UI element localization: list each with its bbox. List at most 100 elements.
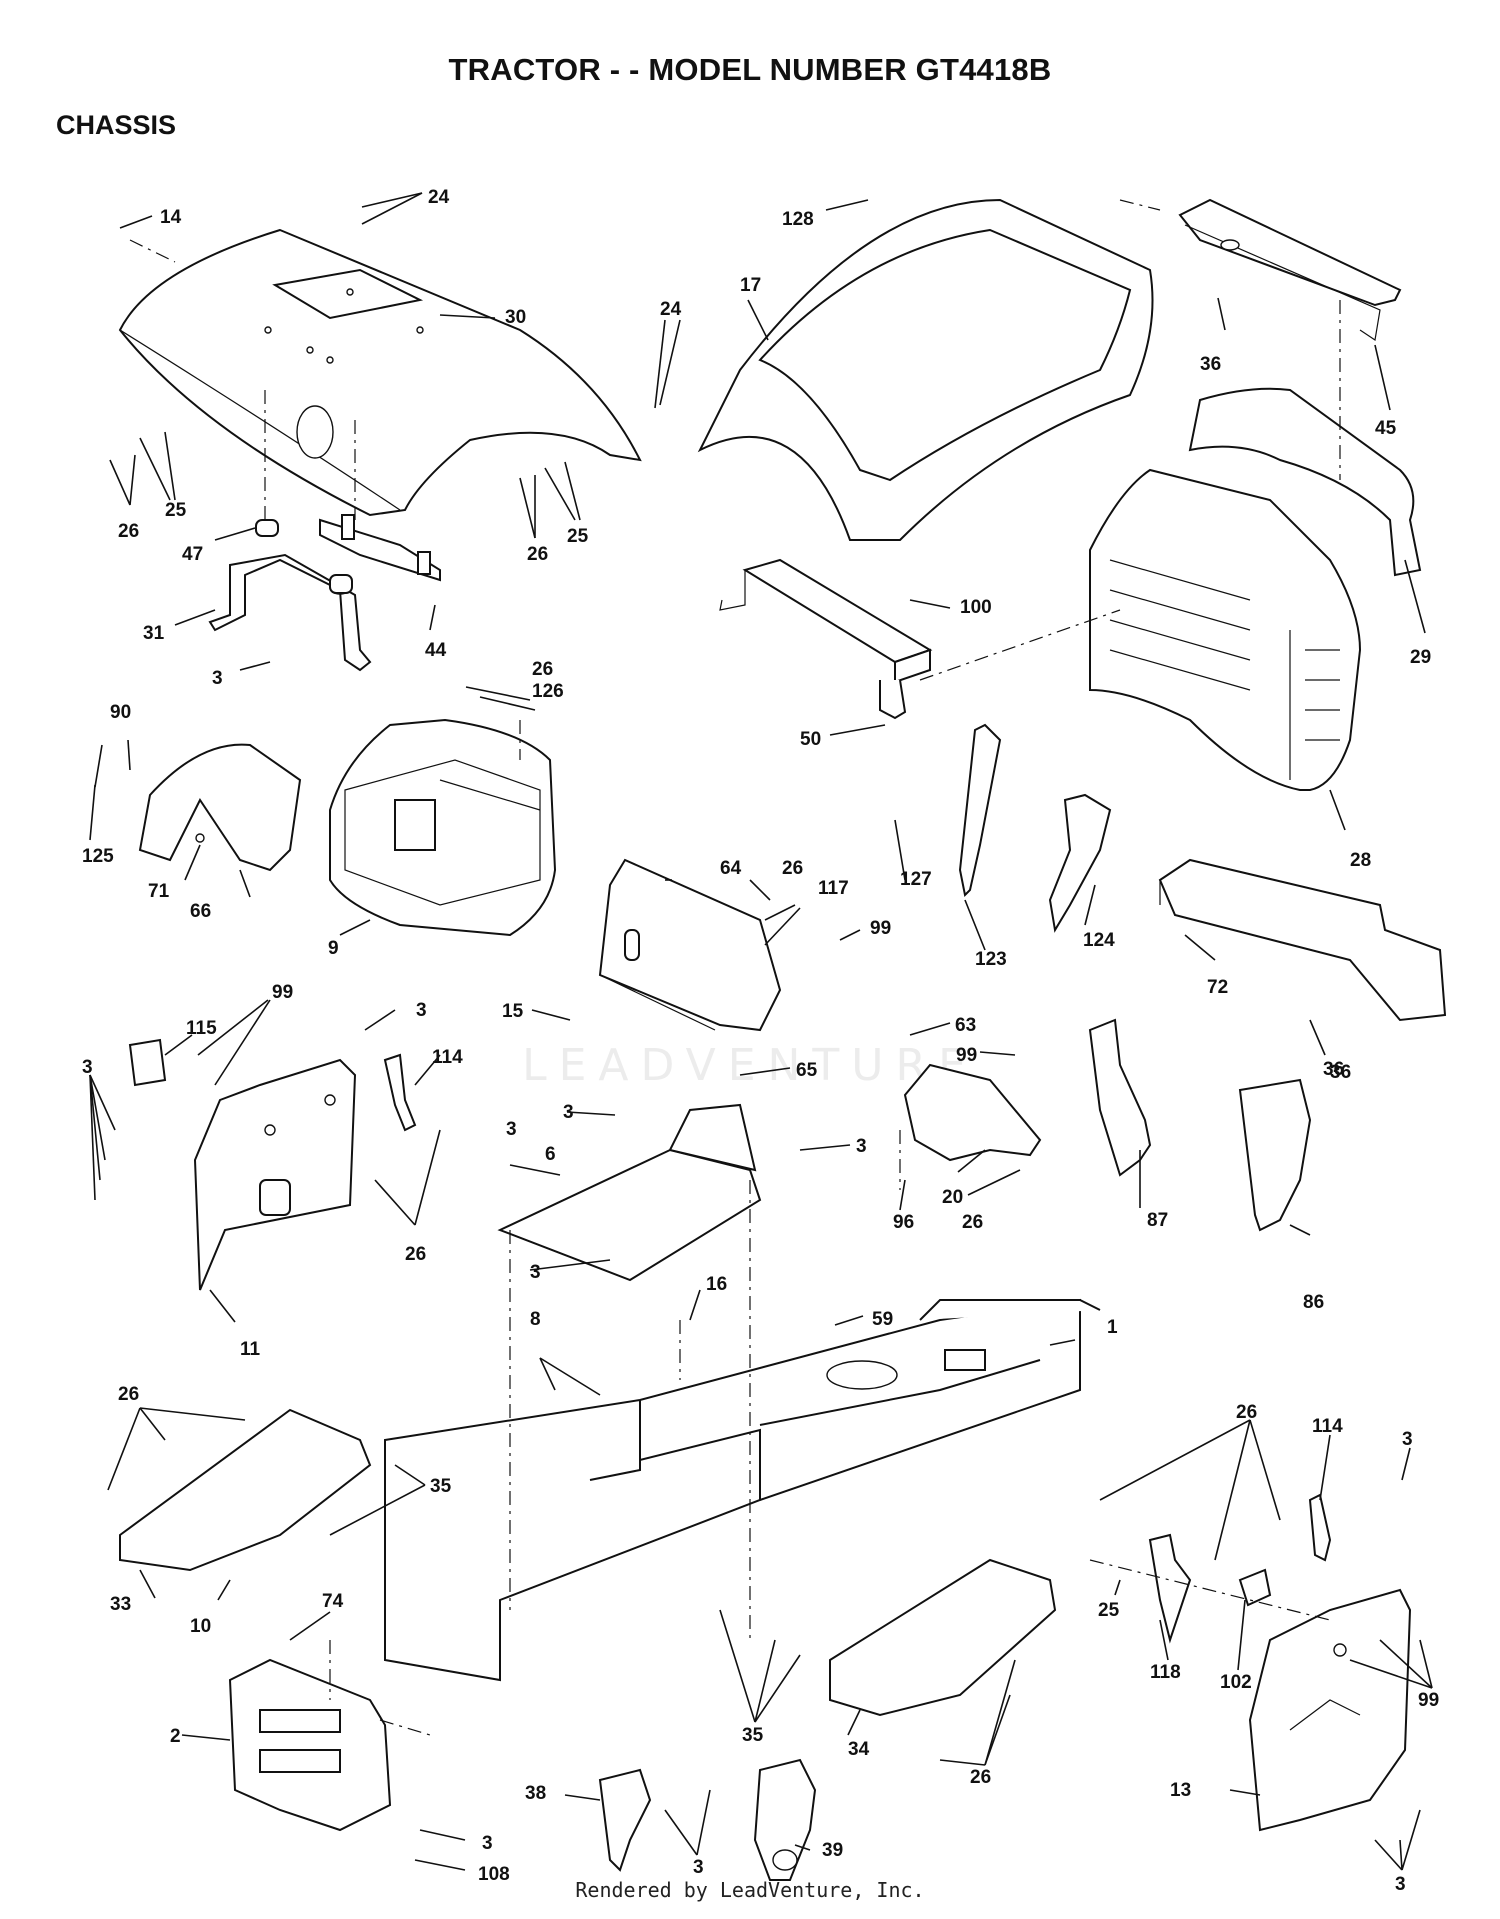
callout-115: 115 (186, 1018, 217, 1039)
callout-36: 36 (1323, 1059, 1344, 1080)
grille-frame-29 (1188, 387, 1422, 577)
callout-8: 8 (530, 1309, 541, 1330)
callout-44: 44 (425, 640, 447, 661)
callout-126: 126 (532, 681, 564, 702)
callout-9: 9 (328, 938, 339, 959)
callout-3: 3 (563, 1102, 574, 1123)
callout-59: 59 (872, 1309, 893, 1330)
callout-26: 26 (405, 1244, 426, 1265)
front-bar-100 (719, 558, 933, 684)
callout-25: 25 (1098, 1600, 1120, 1621)
battery-tray-6 (497, 1103, 762, 1282)
callout-3: 3 (212, 668, 223, 689)
callout-24: 24 (428, 187, 450, 208)
bracket-114-left (383, 1053, 417, 1132)
callout-47: 47 (182, 544, 203, 565)
callout-3: 3 (506, 1119, 517, 1140)
callout-3: 3 (82, 1057, 93, 1078)
callout-15: 15 (502, 1001, 524, 1022)
footer-credit: Rendered by LeadVenture, Inc. (575, 1878, 925, 1902)
callout-117: 117 (818, 878, 849, 899)
leader-lines (89, 192, 1433, 1871)
callout-125: 125 (82, 846, 114, 867)
fender-17 (697, 198, 1154, 541)
callout-39: 39 (822, 1840, 843, 1861)
callout-74: 74 (322, 1591, 344, 1612)
bracket-118 (1148, 1533, 1192, 1644)
callout-86: 86 (1303, 1292, 1324, 1313)
callout-24: 24 (660, 299, 682, 320)
grille-28 (1089, 468, 1362, 791)
callout-99: 99 (1418, 1690, 1439, 1711)
callout-102: 102 (1220, 1672, 1252, 1693)
panel-86 (1238, 1078, 1312, 1232)
callout-99: 99 (870, 918, 891, 939)
callout-3: 3 (1395, 1874, 1406, 1895)
callout-35: 35 (742, 1725, 764, 1746)
support-72 (1158, 858, 1447, 1022)
callout-38: 38 (525, 1783, 546, 1804)
bracket-102 (1238, 1568, 1272, 1607)
callout-99: 99 (956, 1045, 977, 1066)
callout-29: 29 (1410, 647, 1431, 668)
callout-26: 26 (532, 659, 553, 680)
callout-26: 26 (118, 521, 139, 542)
callout-36: 36 (1200, 354, 1221, 375)
side-panel-13 (1248, 1588, 1412, 1832)
bracket-38 (598, 1768, 652, 1872)
callout-99: 99 (272, 982, 293, 1003)
plate-115 (128, 1038, 167, 1087)
callout-3: 3 (693, 1857, 704, 1878)
callout-36: 36 (1330, 1062, 1351, 1083)
frame-1 (384, 1298, 1101, 1682)
page-title: TRACTOR - - MODEL NUMBER GT4418B (448, 52, 1052, 87)
panel-87 (1088, 1018, 1152, 1177)
callout-6: 6 (545, 1144, 556, 1165)
callout-14: 14 (160, 207, 182, 228)
callout-118: 118 (1150, 1662, 1181, 1683)
callout-labels: 14 24 30 24 25 26 25 26 47 31 44 3 128 1… (82, 187, 1439, 1895)
callout-114: 114 (1312, 1416, 1343, 1437)
plate-66 (138, 743, 302, 872)
callout-45: 45 (1375, 418, 1397, 439)
callout-26: 26 (1236, 1402, 1257, 1423)
callout-20: 20 (942, 1187, 963, 1208)
side-panel-11 (193, 1058, 357, 1291)
bracket-45 (1178, 198, 1402, 342)
callout-63: 63 (955, 1015, 976, 1036)
callout-123: 123 (975, 949, 1007, 970)
shield-64 (598, 858, 782, 1032)
callout-35: 35 (430, 1476, 452, 1497)
callout-26: 26 (970, 1767, 991, 1788)
callout-100: 100 (960, 597, 992, 618)
hood-30 (118, 228, 642, 517)
footrest-34 (829, 1558, 1057, 1717)
bracket-39 (753, 1758, 817, 1881)
callout-31: 31 (143, 623, 165, 644)
callout-3: 3 (856, 1136, 867, 1157)
hood-bracket-31 (208, 553, 372, 672)
callout-90: 90 (110, 702, 131, 723)
callout-28: 28 (1350, 850, 1371, 871)
callout-127: 127 (900, 869, 932, 890)
callout-96: 96 (893, 1212, 914, 1233)
callout-30: 30 (505, 307, 526, 328)
front-plate-2 (228, 1658, 392, 1832)
section-title: CHASSIS (56, 110, 177, 140)
callout-13: 13 (1170, 1780, 1191, 1801)
callout-16: 16 (706, 1274, 727, 1295)
callout-26: 26 (118, 1384, 139, 1405)
callout-50: 50 (800, 729, 821, 750)
callout-3: 3 (530, 1262, 541, 1283)
callout-25: 25 (165, 500, 187, 521)
bracket-123 (958, 723, 1002, 898)
callout-108: 108 (478, 1864, 510, 1885)
callout-87: 87 (1147, 1210, 1168, 1231)
callout-26: 26 (527, 544, 548, 565)
grommet-47 (255, 519, 279, 537)
callout-64: 64 (720, 858, 742, 879)
callout-72: 72 (1207, 977, 1228, 998)
dash-panel-9 (329, 718, 557, 937)
callout-71: 71 (148, 881, 170, 902)
